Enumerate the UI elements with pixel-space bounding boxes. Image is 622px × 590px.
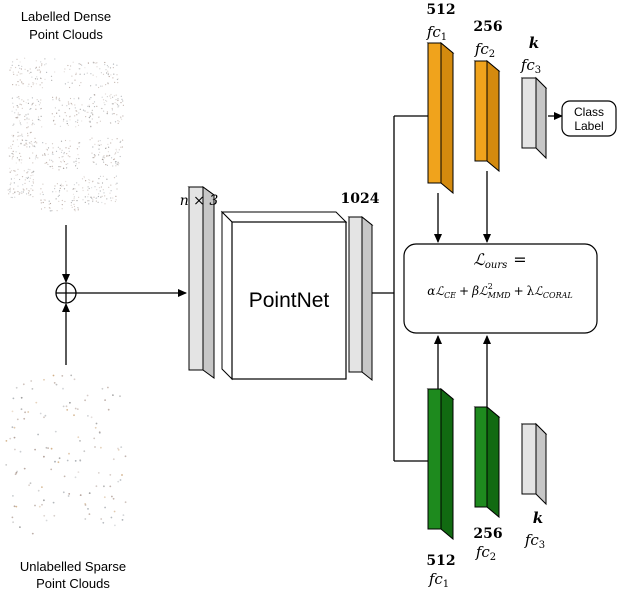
class-label-line1: Class [574,105,604,119]
top-fc2-block [473,59,501,173]
concat-junction [55,225,187,365]
top-fc2-units: 256 [473,19,502,35]
branch-connectors [372,112,563,462]
class-label-box: Class Label [561,100,617,137]
bottom-fc1-units: 512 [426,553,455,569]
bottom-fc1-block [426,387,455,541]
input-dim-label: n × 3 [180,193,219,209]
dense-label-line2: Point Clouds [29,27,103,42]
top-fc1-block [426,41,455,195]
dense-label-line1: Labelled Dense [21,9,111,24]
top-fc1-name: fc1 [426,23,447,43]
bottom-fc2-name: fc2 [475,543,496,563]
sparse-point-cloud-image [5,374,127,535]
feature-dim-label: 1024 [341,191,380,207]
top-fc1-units: 512 [426,2,455,18]
dense-point-cloud-image [7,57,124,212]
input-slab [187,186,216,379]
bottom-fc1-name: fc1 [428,570,449,590]
pointnet-block [220,210,348,381]
bottom-fc2-units: 256 [473,526,502,542]
feature-slab [347,215,374,382]
class-label-line2: Label [574,119,603,133]
bottom-fc2-block [473,405,501,519]
sparse-label-line2: Point Clouds [36,576,110,590]
pointnet-label: PointNet [249,289,330,312]
top-fc3-block [520,76,548,160]
sparse-label-line1: Unlabelled Sparse [20,559,126,574]
top-fc3-units: k [529,34,539,52]
loss-arrows [434,171,491,407]
loss-title: ℒours= [473,250,526,271]
bottom-fc3-units: k [533,509,543,527]
bottom-fc3-block [520,422,548,506]
bottom-fc3-name: fc3 [524,531,545,551]
top-fc2-name: fc2 [474,40,495,60]
top-fc3-name: fc3 [520,56,541,76]
